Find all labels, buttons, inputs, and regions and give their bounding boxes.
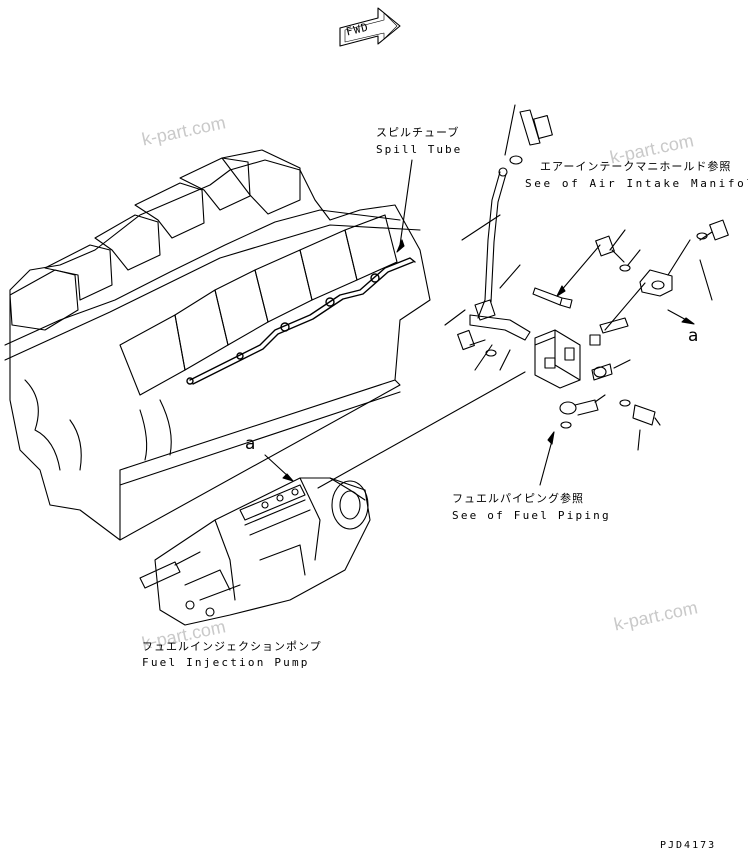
connector-block <box>534 329 581 389</box>
union-fitting <box>589 282 646 346</box>
bolt-right-upper <box>595 229 641 272</box>
fwd-arrow-icon <box>339 7 401 47</box>
spill-tube-label-jp: スピルチューブ <box>376 126 460 139</box>
bolt-left <box>457 329 497 357</box>
spill-tube <box>186 257 416 385</box>
eye-bolt <box>591 359 631 381</box>
injection-pump-label-en: Fuel Injection Pump <box>142 656 310 669</box>
spill-tube-label-en: Spill Tube <box>376 143 463 156</box>
air-intake-label-en: See of Air Intake Manifold <box>525 177 748 190</box>
elbow-fitting <box>619 399 661 451</box>
bolt-far-right <box>696 219 729 301</box>
bolt-center <box>532 244 601 309</box>
fuel-piping-label-jp: フュエルパイピング参照 <box>452 492 584 505</box>
injection-pump-label-jp: フュエルインジェクションポンプ <box>142 640 322 653</box>
return-pipe-assembly <box>469 167 531 341</box>
drawing-code: PJD4173 <box>660 840 717 851</box>
callout-a-right: a <box>688 326 699 346</box>
air-intake-label-jp: エアーインテークマニホールド参照 <box>540 160 732 173</box>
banjo-fitting <box>559 394 606 429</box>
callout-a-left: a <box>245 434 256 454</box>
fuel-piping-label-en: See of Fuel Piping <box>452 509 611 522</box>
bolt-top <box>504 104 553 165</box>
fuel-injection-pump <box>139 477 371 626</box>
clamp-bracket <box>639 239 691 297</box>
engine-block <box>4 149 431 541</box>
